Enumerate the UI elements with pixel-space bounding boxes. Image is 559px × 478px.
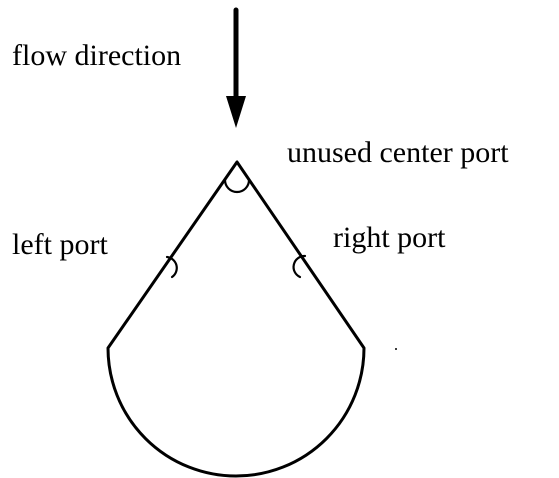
left-port-marker [165, 255, 178, 279]
center-port-marker [223, 178, 251, 194]
probe-outline [106, 160, 366, 478]
center-port-label: unused center port [287, 136, 509, 169]
speck-mark [395, 348, 397, 350]
left-port-label: left port [12, 228, 108, 261]
flow-arrow-icon [226, 7, 246, 128]
flow-direction-label: flow direction [12, 39, 181, 72]
right-port-label: right port [333, 221, 446, 254]
right-port-marker [292, 254, 307, 279]
